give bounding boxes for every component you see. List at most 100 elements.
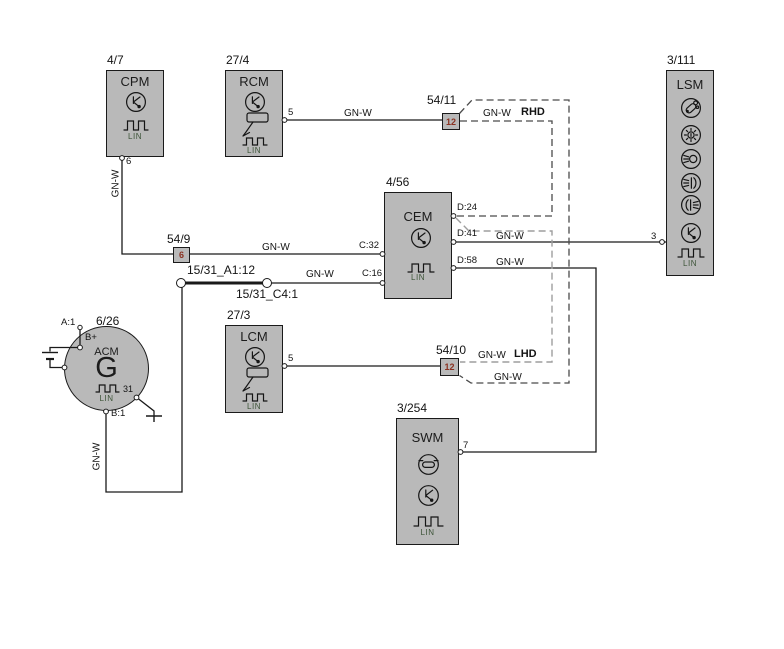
pin-rcm-5	[281, 117, 288, 123]
generator-symbol: G	[95, 352, 118, 384]
pin-label-cem-d41: D:41	[457, 228, 478, 239]
swm-lin-label: LIN	[420, 528, 435, 537]
pin-label-acm-b1: B:1	[111, 408, 126, 419]
acm-pin-31-label: 31	[123, 384, 134, 394]
pin-label-acm-a1: A:1	[61, 317, 76, 328]
component-lcm: LCM LIN	[225, 325, 283, 413]
component-lsm: LSM	[666, 70, 714, 276]
connector-54-10: 12	[440, 358, 459, 376]
wire-label-rcm: GN-W	[344, 108, 372, 119]
wire-rhd-54-11-to-cem-d24	[457, 120, 553, 217]
pin-label-cpm-6: 6	[126, 156, 132, 167]
pin-label-cem-d58: D:58	[457, 255, 478, 266]
ref-54-11: 54/11	[427, 93, 457, 107]
pin-swm-7	[457, 449, 464, 455]
ref-lsm: 3/111	[667, 53, 696, 67]
rcm-title: RCM	[239, 74, 269, 89]
ref-54-10: 54/10	[436, 343, 467, 357]
connector-54-11: 12	[442, 113, 460, 130]
wire-label-d58: GN-W	[496, 257, 524, 268]
ref-swm: 3/254	[397, 401, 428, 415]
component-acm-generator: ACM G 31 LIN	[64, 326, 149, 411]
pin-lcm-5	[281, 363, 288, 369]
igniter-icon	[242, 367, 269, 392]
pin-cem-c16	[379, 280, 386, 286]
instrument-light-icon	[681, 125, 701, 145]
lsm-lin-label: LIN	[683, 259, 697, 268]
ref-54-9: 54/9	[167, 232, 191, 246]
connector-54-11-pin: 12	[445, 116, 456, 127]
connector-54-9: 6	[173, 247, 190, 263]
pin-acm-body	[61, 364, 68, 371]
pin-label-acm-bplus: B+	[85, 332, 97, 343]
front-fog-lamp-icon	[681, 173, 701, 193]
light-switch-icon	[681, 98, 701, 118]
cpm-title: CPM	[120, 74, 150, 89]
pin-cem-c32	[379, 251, 386, 257]
pin-label-swm-7: 7	[463, 440, 469, 451]
cem-title: CEM	[403, 209, 433, 224]
ground-icon	[146, 415, 162, 422]
wire-cpm-to-cem	[121, 157, 384, 255]
lsm-title: LSM	[676, 77, 704, 92]
ref-rcm: 27/4	[226, 53, 250, 67]
splice-label-b: 15/31_C4:1	[236, 287, 299, 301]
pin-label-lcm-5: 5	[288, 353, 294, 364]
wire-label-d41: GN-W	[496, 231, 524, 242]
square-wave-icon	[95, 384, 120, 393]
connector-54-10-pin: 12	[444, 362, 455, 372]
component-cpm: CPM LIN	[106, 70, 164, 157]
component-swm: SWM LIN	[396, 418, 459, 545]
ref-cpm: 4/7	[107, 53, 124, 67]
component-rcm: RCM LIN	[225, 70, 283, 157]
splice-b	[262, 278, 272, 288]
ref-cem: 4/56	[386, 175, 410, 189]
rear-fog-lamp-icon	[681, 195, 701, 215]
wire-lhd-cem-d24-to-54-10	[455, 217, 553, 363]
pin-acm-31	[133, 394, 140, 401]
pin-acm-bplus	[77, 344, 83, 351]
square-wave-icon	[677, 248, 705, 258]
ref-acm: 6/26	[96, 314, 120, 328]
control-unit-icon	[411, 228, 431, 248]
wire-label-acm-up: GN-W	[91, 442, 103, 471]
pin-label-cem-d24: D:24	[457, 202, 478, 213]
acm-lin-label: LIN	[99, 394, 114, 403]
wire-label-outer: GN-W	[494, 372, 522, 383]
variant-label-lhd: LHD	[514, 348, 537, 360]
pin-cem-d24	[450, 213, 457, 219]
control-unit-icon	[245, 347, 265, 367]
wire-battery	[49, 346, 78, 369]
splice-a	[176, 278, 186, 288]
wire-label-rhd: GN-W	[483, 108, 511, 119]
pin-label-rcm-5: 5	[288, 107, 294, 118]
pin-cpm-6	[119, 155, 125, 161]
wire-54-11-to-54-10	[459, 99, 570, 384]
square-wave-icon	[407, 263, 435, 273]
cem-lin-label: LIN	[411, 273, 425, 282]
pin-label-cem-c32: C:32	[359, 240, 380, 251]
pin-acm-a1	[77, 324, 83, 331]
connector-54-9-pin: 6	[178, 250, 184, 260]
square-wave-icon	[242, 137, 268, 146]
component-cem: CEM LIN	[384, 192, 452, 299]
splice-label-a: 15/31_A1:12	[187, 263, 256, 277]
variant-label-rhd: RHD	[521, 106, 545, 118]
control-unit-icon	[245, 92, 265, 112]
control-unit-icon	[681, 223, 701, 243]
square-wave-icon	[242, 393, 268, 402]
cpm-lin-label: LIN	[128, 132, 142, 141]
pin-acm-b1	[103, 408, 109, 415]
wire-cem-d58-to-swm	[452, 267, 597, 453]
pin-cem-d58	[450, 265, 457, 271]
swm-title: SWM	[411, 430, 444, 445]
square-wave-icon	[123, 120, 149, 131]
wire-acm-b1-to-splice	[105, 287, 183, 493]
pin-label-lsm-3: 3	[651, 231, 657, 242]
wire-label-splice-cem: GN-W	[306, 269, 334, 280]
acm-title: ACM	[94, 346, 119, 358]
pin-lsm-3	[659, 239, 665, 245]
wire-label-cpm-down: GN-W	[110, 169, 122, 198]
